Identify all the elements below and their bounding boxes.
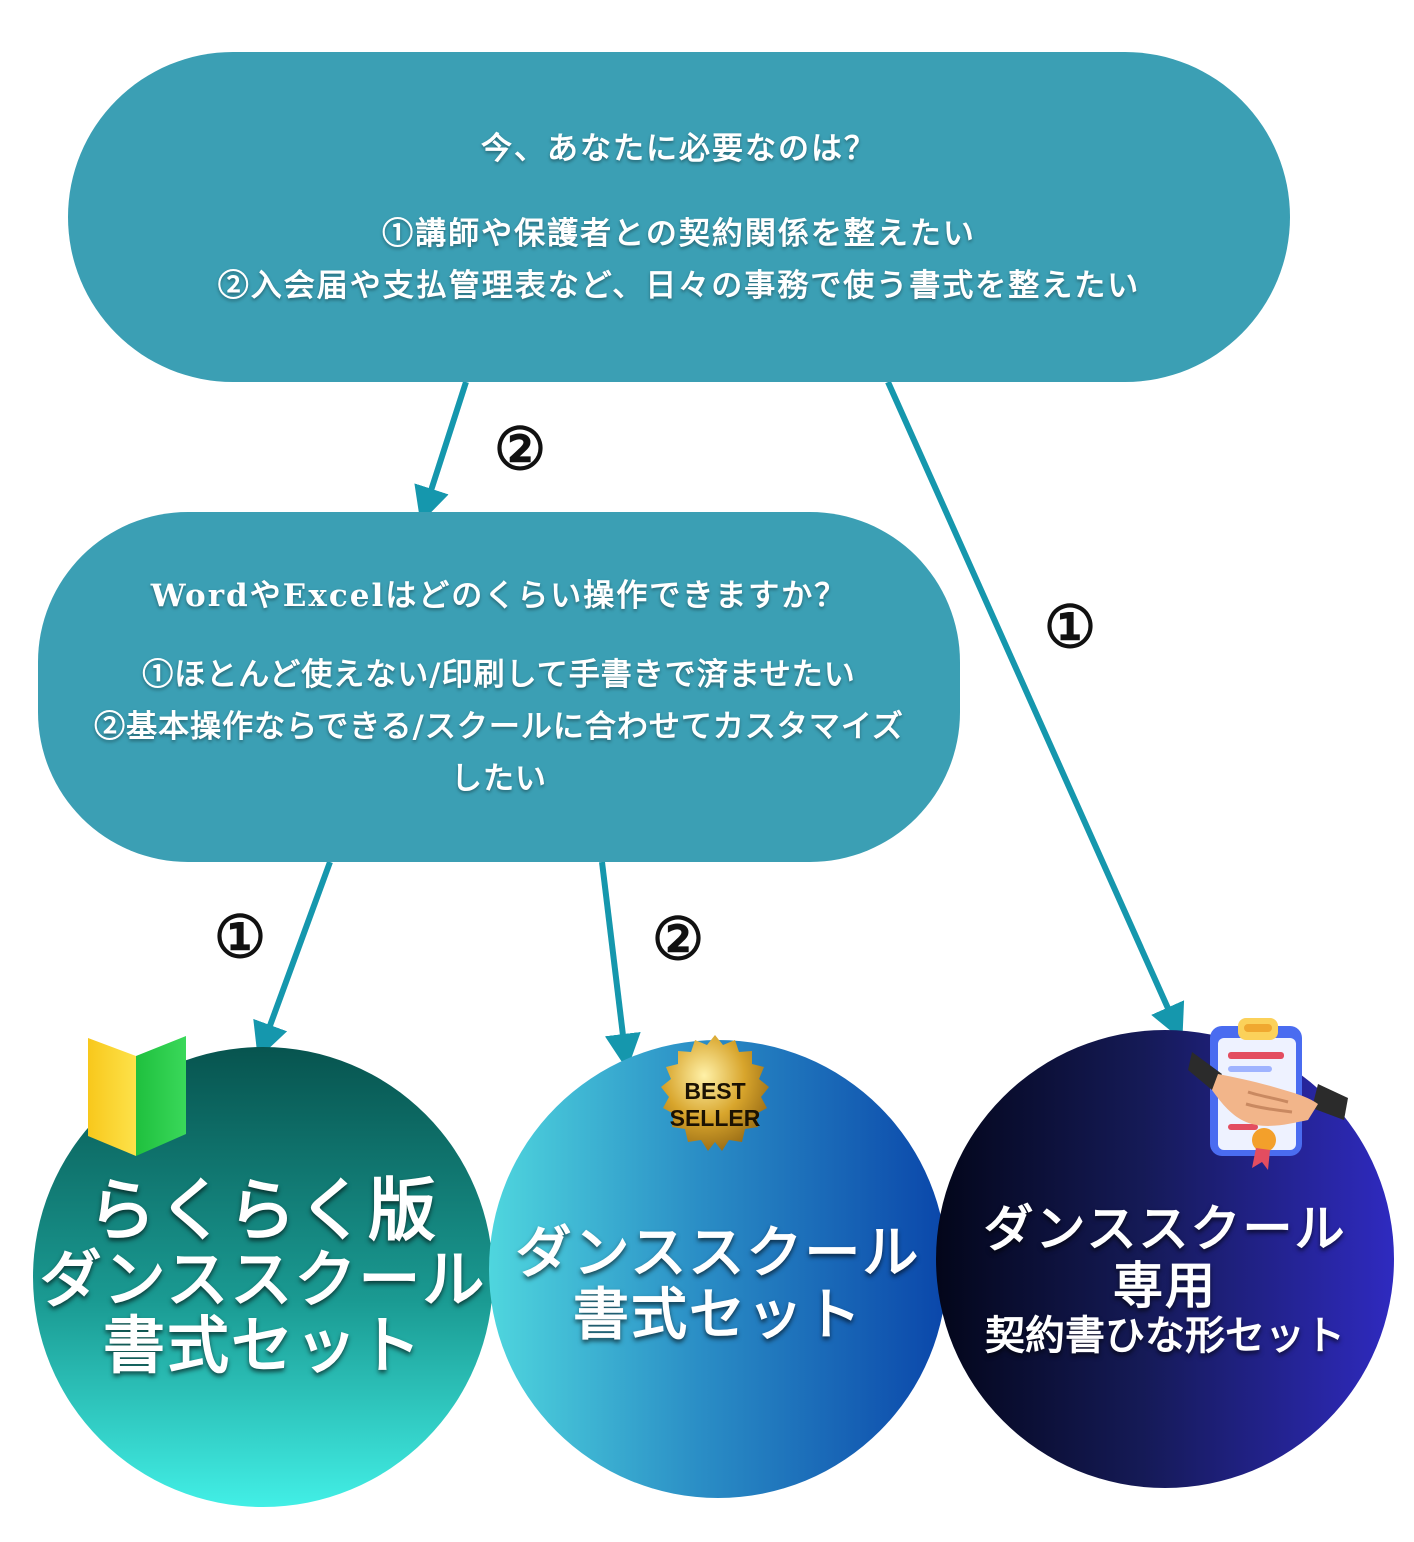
badge-seller-text: SELLER (669, 1105, 761, 1131)
product-contract-line1: ダンススクール (983, 1199, 1347, 1258)
arrow-q1-to-contract (885, 380, 1185, 1041)
arrow-q2-to-standard (599, 861, 641, 1070)
product-contract-line2: 専用 (1113, 1256, 1217, 1315)
product-easy-line1: らくらく版 (87, 1171, 438, 1251)
badge-best-text: BEST (684, 1078, 746, 1104)
product-standard-circle[interactable]: ダンススクール 書式セット (489, 1040, 947, 1498)
question1-option-1: ①講師や保護者との契約関係を整えたい (382, 215, 976, 252)
handshake-contract-icon (1188, 1018, 1348, 1170)
product-easy-circle[interactable]: らくらく版 ダンススクール 書式セット (33, 1047, 493, 1507)
question1-option-2: ②入会届や支払管理表など、日々の事務で使う書式を整えたい (217, 267, 1141, 304)
beginner-mark-icon (88, 1036, 186, 1156)
branch-label-q2-to-easy: ① (214, 903, 266, 971)
gold-seal-icon (661, 1035, 769, 1151)
question1-node: 今、あなたに必要なのは？ ①講師や保護者との契約関係を整えたい ②入会届や支払管… (68, 52, 1290, 382)
branch-label-q1-to-contract: ① (1044, 593, 1096, 661)
question2-node: WordやExcelはどのくらい操作できますか？ ①ほとんど使えない/印刷して手… (38, 512, 960, 862)
arrow-q1-to-q2 (414, 381, 469, 524)
question2-title: WordやExcelはどのくらい操作できますか？ (150, 577, 848, 614)
arrow-q2-to-easy (253, 860, 333, 1059)
question1-title: 今、あなたに必要なのは？ (481, 130, 877, 167)
product-standard-line1: ダンススクール (515, 1220, 921, 1286)
product-standard-line2: 書式セット (573, 1282, 863, 1348)
product-easy-line2: ダンススクール (39, 1243, 487, 1316)
best-seller-badge: BEST SELLER (640, 1022, 790, 1172)
question2-option-2: ②基本操作ならできる/スクールに合わせてカスタマイズしたい (94, 708, 904, 797)
question2-option-1: ①ほとんど使えない/印刷して手書きで済ませたい (142, 656, 856, 693)
product-easy-line3: 書式セット (102, 1309, 423, 1382)
branch-label-q1-to-q2: ② (494, 415, 546, 483)
product-contract-line3: 契約書ひな形セット (985, 1312, 1345, 1359)
branch-label-q2-to-standard: ② (652, 905, 704, 973)
